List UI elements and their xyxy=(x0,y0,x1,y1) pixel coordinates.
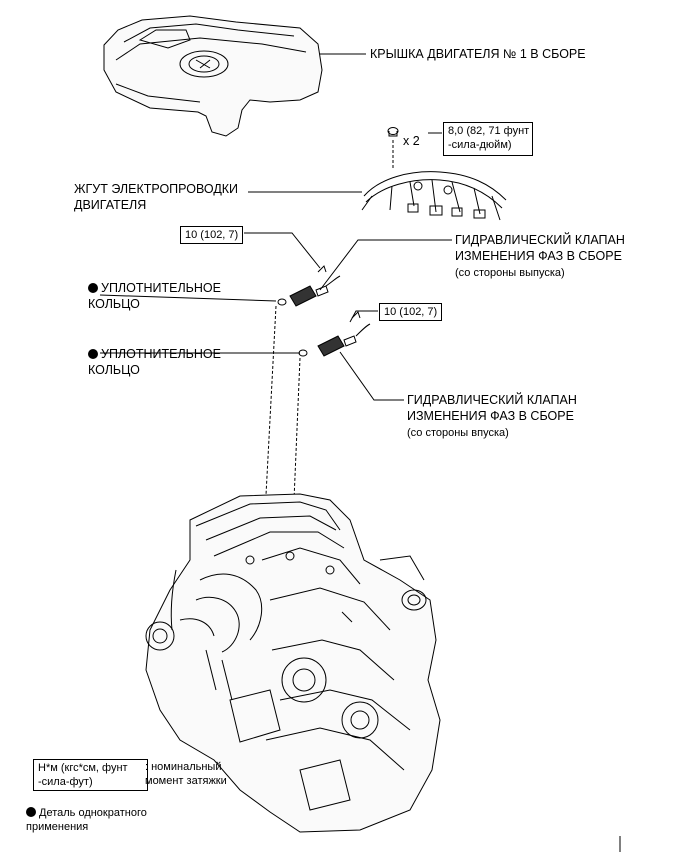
single-use-dot-icon xyxy=(88,349,98,359)
exhaust-side-label: (со стороны выпуска) xyxy=(455,267,565,279)
leader-oring-1 xyxy=(99,294,277,302)
leader-valve-intake xyxy=(339,351,404,401)
legend-torque-unit: Н*м (кгс*см, фунт -сила-фут) xyxy=(33,759,148,791)
exhaust-ocv-drawing xyxy=(277,265,341,307)
single-use-dot-icon xyxy=(88,283,98,293)
torque-spec-intake: 10 (102, 7) xyxy=(379,303,443,321)
engine-cover-drawing xyxy=(103,15,323,137)
leader-torque-intake xyxy=(349,310,378,323)
engine-block-drawing xyxy=(145,493,441,833)
leader-torque-exhaust xyxy=(244,232,321,269)
legend-torque-description: : номинальный момент затяжки xyxy=(145,761,227,787)
wire-harness-drawing xyxy=(361,171,507,221)
intake-ocv-drawing xyxy=(298,311,371,357)
exhaust-valve-label: ГИДРАВЛИЧЕСКИЙ КЛАПАН ИЗМЕНЕНИЯ ФАЗ В СБ… xyxy=(455,233,625,263)
o-ring-label-2: УПЛОТНИТЕЛЬНОЕ КОЛЬЦО xyxy=(88,347,221,377)
bolt-drawing xyxy=(387,127,399,137)
quantity-label: x 2 xyxy=(403,134,420,148)
intake-valve-label: ГИДРАВЛИЧЕСКИЙ КЛАПАН ИЗМЕНЕНИЯ ФАЗ В СБ… xyxy=(407,393,577,423)
torque-spec-cover: 8,0 (82, 71 фунт -сила-дюйм) xyxy=(443,122,533,156)
legend-single-use: Деталь однократного применения xyxy=(26,807,147,833)
wire-harness-label: ЖГУТ ЭЛЕКТРОПРОВОДКИ ДВИГАТЕЛЯ xyxy=(74,182,239,212)
intake-side-label: (со стороны впуска) xyxy=(407,427,509,439)
leader-valve-exhaust xyxy=(319,239,452,291)
o-ring-label-1: УПЛОТНИТЕЛЬНОЕ КОЛЬЦО xyxy=(88,281,221,311)
engine-cover-label: КРЫШКА ДВИГАТЕЛЯ № 1 В СБОРЕ xyxy=(370,47,586,61)
single-use-dot-icon xyxy=(26,807,36,817)
torque-spec-exhaust: 10 (102, 7) xyxy=(180,226,244,244)
